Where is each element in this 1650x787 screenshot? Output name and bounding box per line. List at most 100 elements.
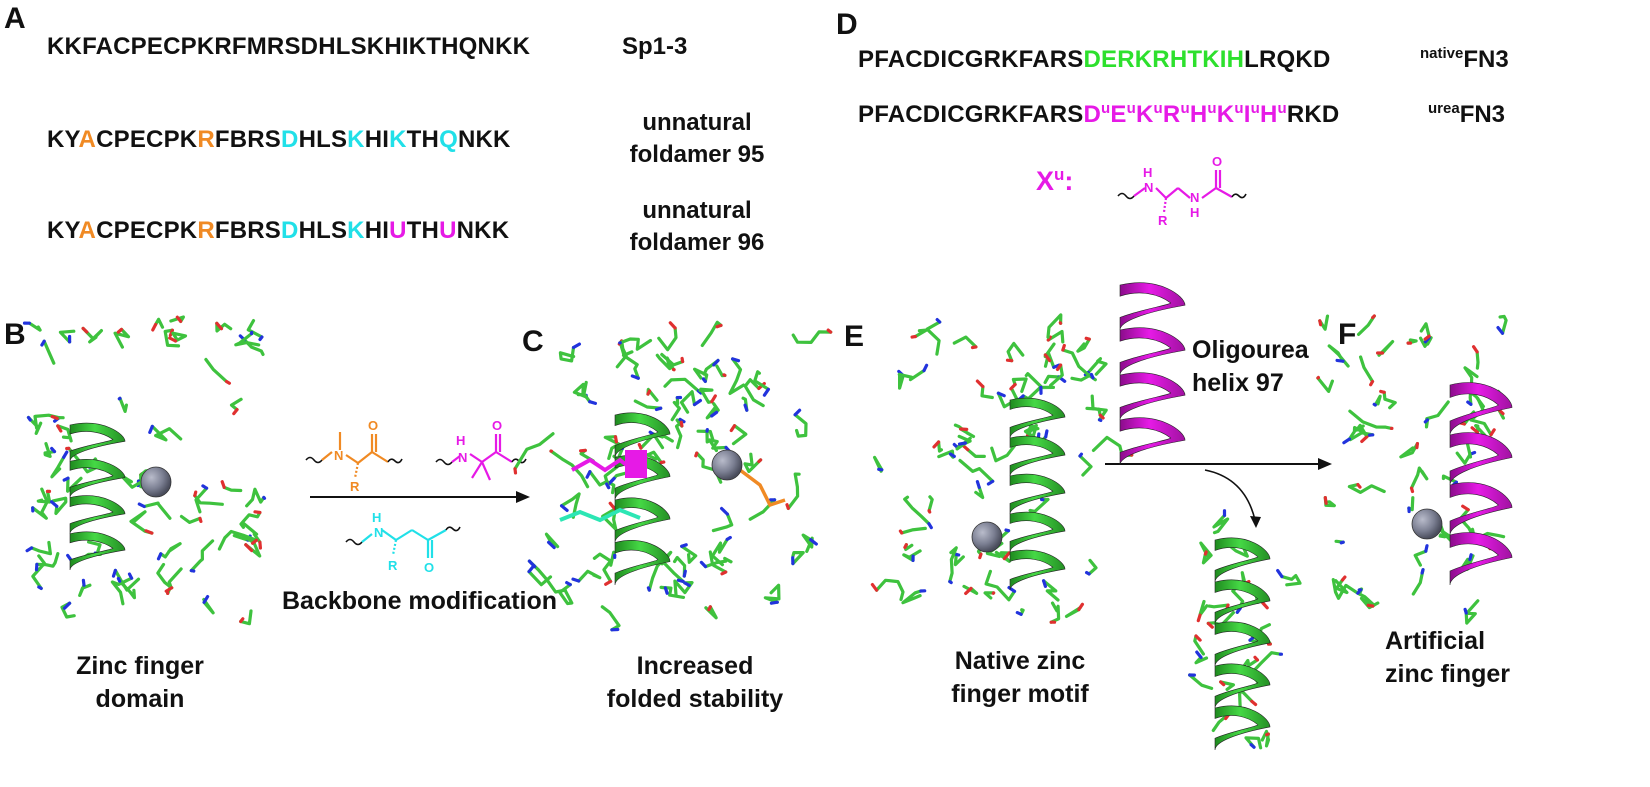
panel-label-a: A xyxy=(4,2,26,35)
side-chain xyxy=(902,549,922,562)
aib-atom-n: N xyxy=(458,450,467,465)
side-chain-tip xyxy=(1424,544,1429,553)
helix-turn xyxy=(69,531,126,571)
foldamer-96-name-line1: unnatural xyxy=(642,197,752,224)
side-chain-tip xyxy=(258,335,264,342)
side-chain xyxy=(1280,574,1302,587)
side-chain-tip xyxy=(137,502,146,509)
foldamer-96-segment-6: HLS xyxy=(298,217,348,244)
sequence-name-sp1-3: Sp1-3 xyxy=(622,33,688,60)
side-chain-tip xyxy=(1276,568,1284,579)
side-chain-tip xyxy=(970,345,978,350)
assembly-arrow xyxy=(1105,458,1332,528)
side-chain xyxy=(1198,599,1209,617)
side-chain xyxy=(901,589,923,605)
side-chain xyxy=(154,317,165,329)
side-chain-tip xyxy=(1264,732,1270,737)
caption-f-line2: zinc finger xyxy=(1385,660,1511,688)
side-chain-tip xyxy=(729,424,737,433)
side-chain xyxy=(1049,601,1061,624)
side-chain-tip xyxy=(1471,345,1479,354)
side-chain-tip xyxy=(668,321,677,330)
beta-atom-n: N xyxy=(374,525,383,540)
side-chain xyxy=(1347,425,1369,441)
oligourea-helix-97 xyxy=(1119,282,1186,466)
foldamer-96-segment-11: U xyxy=(439,217,457,244)
side-chain-tip xyxy=(1052,363,1061,369)
side-chain-tip xyxy=(826,328,833,334)
side-chain-tip xyxy=(608,501,617,511)
urea-fn3-prefix: PFACDICGRKFARS xyxy=(858,101,1084,128)
side-chain-tip xyxy=(683,581,691,588)
sequence-sp1-3: KKFACPECPKRFMRSDHLSKHIKTHQNKK xyxy=(47,33,531,60)
side-chain xyxy=(1046,313,1063,339)
foldamer-96-segment-1: A xyxy=(78,217,97,244)
side-chain-tip xyxy=(1340,575,1347,582)
panel-c-modified-segment xyxy=(625,450,647,478)
side-chain-tip xyxy=(694,451,699,458)
helix-turn xyxy=(69,495,126,534)
side-chain-tip xyxy=(1423,418,1430,424)
side-chain xyxy=(246,319,264,339)
side-chain-tip xyxy=(648,430,654,436)
beta-atom-r: R xyxy=(388,558,398,573)
sequence-name-foldamer-95: unnatural foldamer 95 xyxy=(617,107,777,171)
side-chain-tip xyxy=(957,441,968,446)
side-chain-tip xyxy=(730,357,741,363)
side-chain-tip xyxy=(948,452,956,458)
side-chain-tip xyxy=(565,580,572,587)
side-chain xyxy=(1046,329,1065,344)
foldamer-95-segment-5: D xyxy=(281,126,299,153)
xu-colon: : xyxy=(1064,166,1074,196)
side-chain xyxy=(953,423,976,439)
side-chain xyxy=(983,591,996,600)
side-chain xyxy=(728,357,746,395)
bond-3 xyxy=(1165,187,1179,199)
side-chain-tip xyxy=(546,540,556,550)
side-chain-tip xyxy=(262,495,267,500)
foldamer-96-segment-10: TH xyxy=(406,217,440,244)
side-chain xyxy=(150,424,183,442)
side-chain xyxy=(974,485,985,500)
side-chain-tip xyxy=(1084,570,1091,576)
panel-f-oligourea-helix xyxy=(1449,382,1513,586)
side-chain-tip xyxy=(1461,504,1470,512)
side-chain xyxy=(663,377,700,393)
side-chain xyxy=(1464,599,1480,625)
side-chain xyxy=(194,486,209,514)
side-chain-tip xyxy=(986,479,995,486)
side-chain xyxy=(659,585,686,599)
panel-e-zinc-ion xyxy=(971,521,1003,553)
side-chain xyxy=(601,505,618,531)
side-chain-tip xyxy=(1219,680,1226,687)
caption-native-zinc-finger-motif: Native zinc finger motif xyxy=(930,645,1110,711)
side-chain xyxy=(700,320,723,347)
n-methyl-atom-o: O xyxy=(368,418,378,433)
foldamer-95-segment-4: FBRS xyxy=(214,126,282,153)
side-chain-tip xyxy=(1097,418,1103,422)
side-chain-tip xyxy=(111,568,118,578)
side-chain-tip xyxy=(1077,602,1085,612)
side-chain-tip xyxy=(680,543,688,548)
foldamer-96-segment-0: KY xyxy=(47,217,79,244)
caption-f-line1: Artificial xyxy=(1385,627,1486,655)
stabilized-foldamer-structure xyxy=(513,320,833,632)
foldamer-95-segment-7: K xyxy=(347,126,365,153)
side-chain xyxy=(600,605,621,632)
helix-turn xyxy=(1009,435,1066,477)
side-chain xyxy=(202,597,215,615)
side-chain-tip xyxy=(712,358,720,367)
foldamer-96-segment-4: FBRS xyxy=(214,217,282,244)
side-chain-tip xyxy=(251,538,258,545)
side-chain xyxy=(1028,497,1050,514)
caption-artificial-zinc-finger: Artificial zinc finger xyxy=(1385,625,1510,691)
panel-f-side-chains xyxy=(1316,314,1509,625)
side-chain-tip xyxy=(605,482,611,490)
side-chain xyxy=(1373,394,1382,407)
side-chain xyxy=(58,329,76,344)
side-chain xyxy=(1194,655,1209,665)
side-chain-tip xyxy=(26,415,32,422)
side-chain-tip xyxy=(1496,326,1505,335)
side-chain xyxy=(679,390,697,414)
side-chain-tip xyxy=(1468,553,1473,562)
